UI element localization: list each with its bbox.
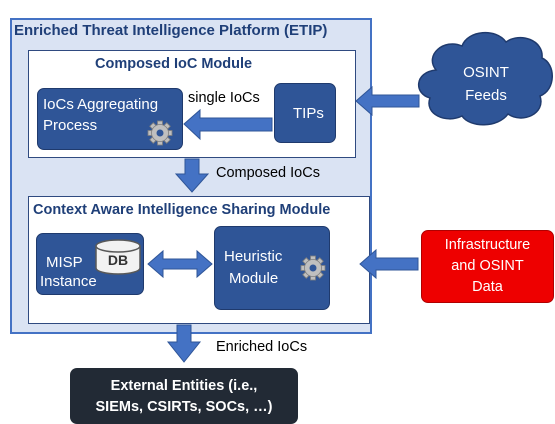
composed-ioc-module-title: Composed IoC Module: [95, 56, 253, 72]
gear-icon: [147, 120, 173, 146]
arrow-infra-to-heuristic: [359, 248, 419, 280]
arrow-misp-heuristic-bidirectional: [147, 249, 213, 279]
arrow-tips-to-aggregator: [183, 108, 273, 141]
single-iocs-label: single IoCs: [188, 90, 260, 106]
db-label: DB: [108, 252, 128, 268]
infra-label-line2: and OSINT: [451, 258, 524, 274]
heuristic-label-line2: Module: [229, 270, 279, 287]
arrow-osint-to-tips: [355, 85, 420, 117]
osint-label-line2: Feeds: [465, 87, 507, 104]
database-icon: DB: [95, 239, 141, 275]
osint-label-line1: OSINT: [463, 64, 509, 81]
heuristic-label-line1: Heuristic: [224, 248, 283, 265]
gear-icon: [300, 255, 326, 281]
misp-label-line1: MISP: [46, 254, 83, 271]
external-label-line1: External Entities (i.e.,: [110, 378, 258, 394]
aggregator-label-line2: Process: [43, 117, 98, 134]
tips-label: TIPs: [293, 105, 324, 122]
osint-feeds-cloud: OSINT Feeds: [418, 32, 553, 126]
misp-label-line2: Instance: [40, 273, 97, 290]
composed-iocs-label: Composed IoCs: [216, 165, 320, 181]
infra-label-line3: Data: [472, 279, 503, 295]
aggregator-label-line1: IoCs Aggregating: [43, 96, 159, 113]
infrastructure-osint-data-block: Infrastructure and OSINT Data: [421, 230, 554, 303]
arrow-composed-iocs: [174, 158, 210, 193]
tips-block: TIPs: [274, 83, 336, 143]
enriched-iocs-label: Enriched IoCs: [216, 339, 308, 355]
external-label-line2: SIEMs, CSIRTs, SOCs, …): [95, 399, 273, 415]
infra-label-line1: Infrastructure: [444, 237, 531, 253]
sharing-module-title: Context Aware Intelligence Sharing Modul…: [33, 202, 331, 218]
platform-title: Enriched Threat Intelligence Platform (E…: [14, 22, 328, 39]
arrow-enriched-iocs: [166, 324, 202, 363]
external-entities-block: External Entities (i.e., SIEMs, CSIRTs, …: [70, 368, 298, 424]
